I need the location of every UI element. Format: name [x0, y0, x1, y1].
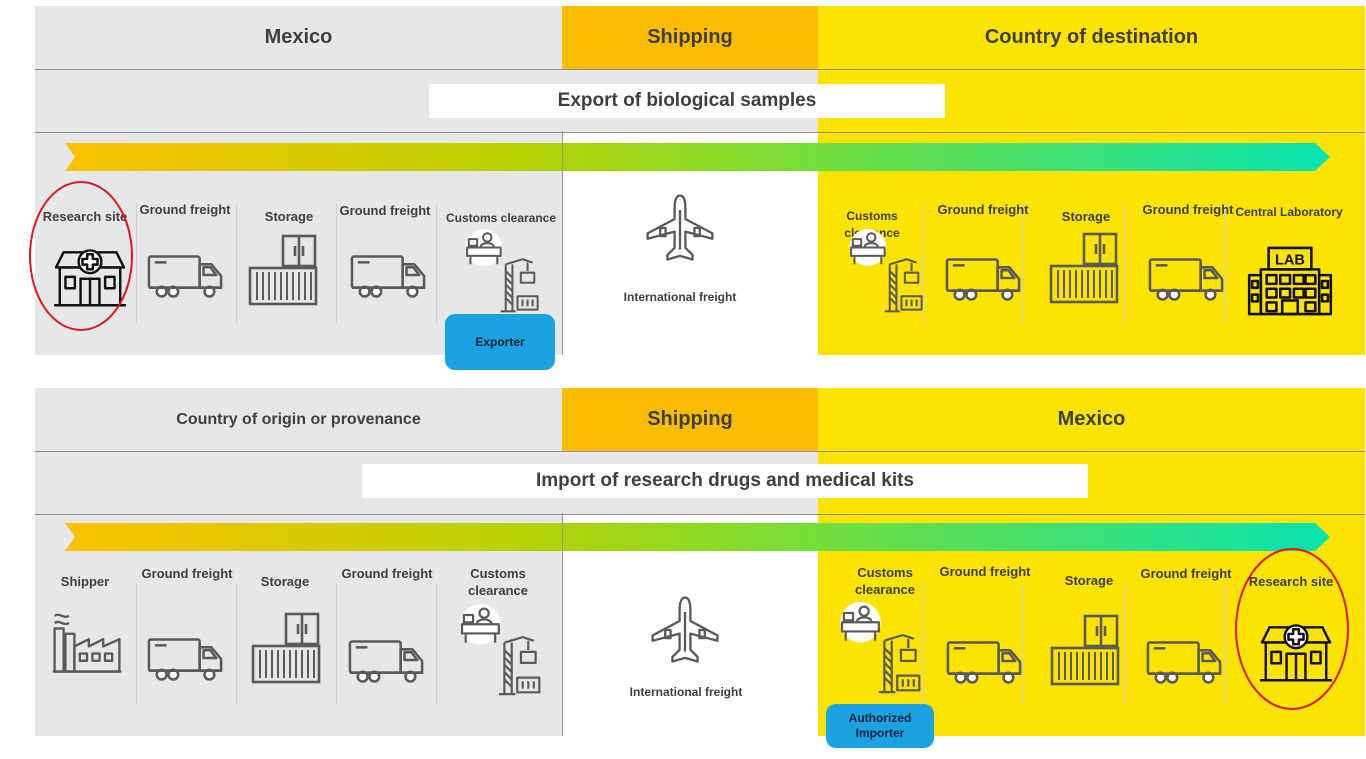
lab-sign: LAB — [1275, 252, 1305, 268]
export-panel: Mexico Shipping Country of destination E… — [29, 6, 1365, 370]
container-icon — [1049, 614, 1121, 686]
header-shipping: Shipping — [562, 6, 818, 69]
highlight-circle — [1235, 548, 1349, 710]
step-storage: Storage — [260, 574, 310, 589]
step-ground-freight: Ground freight — [1142, 202, 1234, 217]
step-ground-freight: Ground freight — [339, 203, 431, 218]
truck-icon — [348, 637, 426, 685]
title-band: Export of biological samples — [35, 69, 1365, 133]
header-destination: Country of destination — [818, 6, 1365, 69]
export-title: Export of biological samples — [429, 84, 945, 118]
header-origin: Country of origin or provenance — [35, 388, 562, 451]
process-flow-arrow — [65, 143, 1330, 171]
import-panel: Country of origin or provenance Shipping… — [35, 388, 1365, 748]
customs-icon — [447, 604, 547, 696]
container-icon — [1048, 232, 1120, 304]
customs-icon — [449, 229, 549, 313]
airplane-icon — [649, 592, 721, 668]
step-ground-freight: Ground freight — [141, 566, 233, 581]
international-freight-label: International freight — [629, 685, 743, 699]
step-storage: Storage — [1064, 573, 1114, 588]
customs-icon — [833, 229, 933, 313]
step-ground-freight: Ground freight — [139, 202, 231, 217]
truck-icon — [1146, 638, 1224, 686]
international-freight-label: International freight — [623, 290, 737, 304]
import-title: Import of research drugs and medical kit… — [362, 464, 1088, 498]
customs-icon — [827, 602, 927, 694]
airplane-icon — [644, 192, 716, 264]
truck-icon — [946, 638, 1024, 686]
header-shipping: Shipping — [562, 388, 818, 451]
divider — [562, 131, 563, 355]
step-ground-freight: Ground freight — [341, 566, 433, 581]
step-storage: Storage — [1061, 209, 1111, 224]
process-flow-arrow — [65, 523, 1330, 551]
truck-icon — [147, 635, 225, 683]
header-mexico: Mexico — [35, 6, 562, 69]
step-central-laboratory: Central Laboratory — [1235, 205, 1343, 219]
step-ground-freight: Ground freight — [939, 564, 1031, 579]
container-icon — [247, 234, 319, 306]
authorized-importer-badge: Authorized Importer — [826, 704, 934, 748]
step-customs-clearance: Customs clearance — [855, 565, 915, 597]
factory-icon — [51, 608, 123, 674]
title-band: Import of research drugs and medical kit… — [35, 451, 1365, 515]
step-shipper: Shipper — [60, 574, 110, 589]
step-storage: Storage — [264, 209, 314, 224]
step-ground-freight: Ground freight — [937, 202, 1029, 217]
step-ground-freight: Ground freight — [1140, 566, 1232, 581]
container-icon — [250, 612, 322, 684]
header-mexico: Mexico — [818, 388, 1365, 451]
exporter-badge: Exporter — [445, 314, 555, 370]
highlight-circle — [29, 181, 133, 331]
truck-icon — [1148, 255, 1226, 303]
step-customs-clearance: Customs clearance — [468, 566, 528, 598]
truck-icon — [147, 252, 225, 300]
truck-icon — [350, 252, 428, 300]
laboratory-icon: LAB — [1247, 246, 1333, 316]
truck-icon — [945, 255, 1023, 303]
divider — [562, 513, 563, 736]
step-customs-clearance: Customs clearance — [445, 211, 557, 225]
